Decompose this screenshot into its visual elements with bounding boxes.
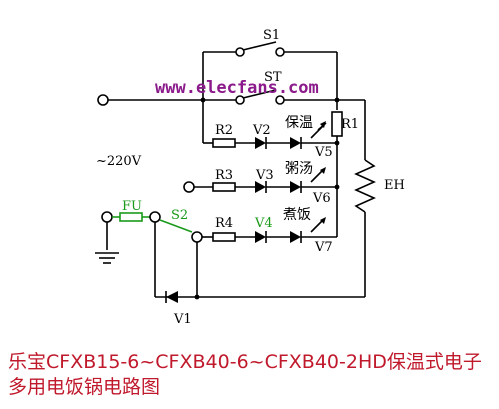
label-cook-rice: 煮饭 bbox=[283, 207, 311, 223]
label-keep-warm: 保温 bbox=[285, 115, 313, 131]
label-st: ST bbox=[264, 70, 282, 85]
label-voltage: ~220V bbox=[96, 154, 142, 169]
label-v2: V2 bbox=[252, 123, 271, 138]
label-r4: R4 bbox=[215, 216, 233, 231]
label-fu: FU bbox=[122, 199, 142, 214]
keep-warm-branch bbox=[203, 121, 340, 149]
label-v7: V7 bbox=[314, 240, 333, 255]
cook-rice-branch bbox=[101, 211, 337, 243]
porridge-branch bbox=[183, 143, 340, 237]
label-v6: V6 bbox=[312, 191, 331, 206]
top-switch-network bbox=[97, 41, 366, 160]
eh-heater bbox=[155, 159, 376, 298]
label-v5: V5 bbox=[314, 145, 333, 160]
diagram-caption: 乐宝CFXB15-6~CFXB40-6~CFXB40-2HD保温式电子多用电饭锅… bbox=[8, 351, 482, 398]
label-r2: R2 bbox=[215, 123, 233, 138]
label-s1: S1 bbox=[263, 28, 280, 43]
label-r1: R1 bbox=[341, 117, 359, 132]
label-s2: S2 bbox=[171, 208, 188, 223]
ground-symbol bbox=[95, 222, 119, 264]
label-eh: EH bbox=[384, 178, 405, 193]
v1-diode-loop bbox=[154, 222, 200, 303]
watermark: www.elecfans.com bbox=[155, 78, 319, 98]
label-v1: V1 bbox=[173, 312, 192, 327]
label-v4: V4 bbox=[254, 216, 273, 231]
label-r3: R3 bbox=[215, 168, 233, 183]
label-porridge-soup: 粥汤 bbox=[285, 160, 313, 177]
label-v3: V3 bbox=[255, 168, 274, 183]
